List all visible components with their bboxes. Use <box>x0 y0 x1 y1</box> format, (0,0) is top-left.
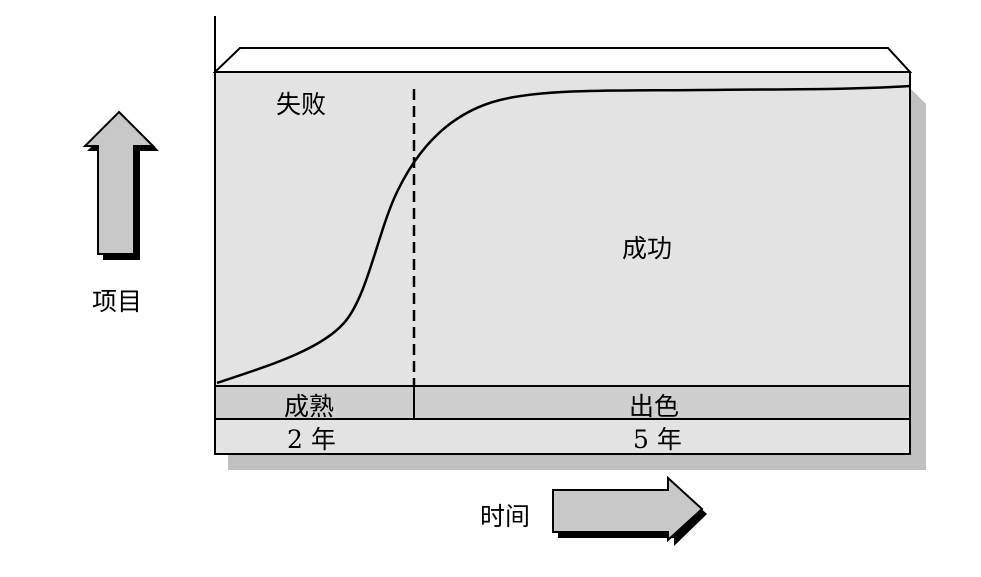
up-arrow-icon <box>82 110 156 255</box>
main-panel <box>214 71 911 387</box>
five-years-label: 5 年 <box>633 425 682 454</box>
phase-band <box>214 385 911 420</box>
time-label: 时间 <box>480 502 530 531</box>
success-label: 成功 <box>622 234 672 263</box>
right-arrow-icon <box>552 475 704 543</box>
duration-band <box>214 418 911 455</box>
s-curve <box>216 84 911 385</box>
two-years-label: 2 年 <box>287 425 336 454</box>
excellent-label: 出色 <box>629 392 679 421</box>
mature-label: 成熟 <box>284 392 334 421</box>
box-top-face <box>212 47 913 73</box>
failure-label: 失败 <box>276 90 326 119</box>
project-label: 项目 <box>92 287 142 316</box>
